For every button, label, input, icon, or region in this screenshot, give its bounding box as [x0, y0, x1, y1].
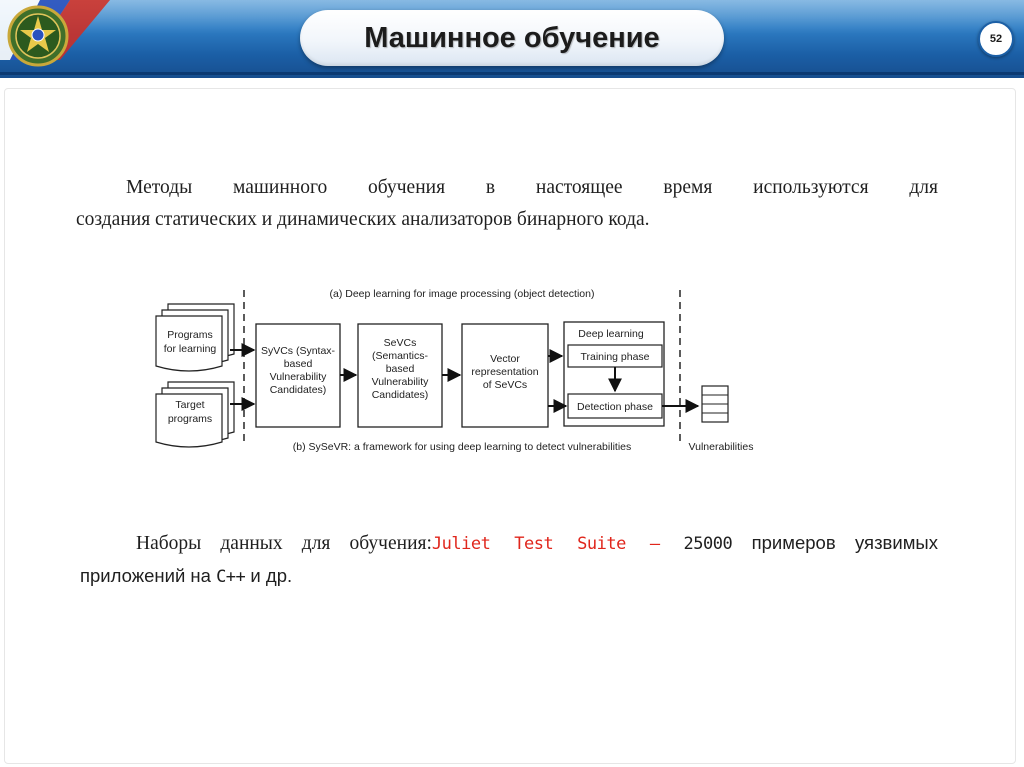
sevcs-box — [357, 323, 443, 428]
intro-line-2: создания статических и динамических анал… — [76, 209, 650, 230]
target-programs-label-2: programs — [168, 413, 212, 425]
target-programs-docs: Target programs — [155, 381, 235, 448]
title-plate — [300, 10, 724, 66]
intro-line-1: Методы машинного обучения в настоящее вр… — [126, 177, 938, 198]
sevcs-line-4: Vulnerability — [372, 376, 430, 388]
content-frame — [4, 88, 1016, 764]
vector-line-1: Vector — [490, 353, 520, 365]
training-phase-label: Training phase — [580, 351, 649, 363]
programs-for-learning-label-2: for learning — [164, 343, 217, 355]
syvcs-line-1: SyVCs (Syntax- — [261, 345, 336, 357]
datasets-paragraph: Наборы данных для обучения:Juliet Test S… — [76, 527, 938, 593]
target-programs-label-1: Target — [175, 399, 204, 411]
juliet-test-suite-text: Juliet Test Suite — [431, 534, 626, 554]
syvcs-line-4: Candidates) — [270, 384, 327, 396]
vector-box — [461, 323, 549, 428]
datasets-rest-line-1: примеров уязвимых — [732, 532, 938, 553]
title-bar-underline — [0, 72, 1024, 75]
datasets-count: 25000 — [683, 534, 733, 554]
sevcs-line-3: based — [386, 363, 415, 375]
programs-for-learning-label-1: Programs — [167, 329, 213, 341]
caption-a: (a) Deep learning for image processing (… — [330, 288, 595, 300]
detection-phase-label: Detection phase — [577, 401, 653, 413]
page-number-badge: 52 — [978, 21, 1014, 57]
datasets-line-1: Наборы данных для обучения:Juliet Test S… — [76, 527, 938, 560]
datasets-prefix: Наборы данных для обучения: — [136, 533, 432, 554]
datasets-dash: – — [625, 534, 684, 554]
sevcs-line-5: Candidates) — [372, 389, 429, 401]
datasets-line-2-a: приложений на — [80, 565, 217, 586]
vector-line-2: representation — [471, 366, 538, 378]
datasets-lang: C++ — [216, 567, 246, 587]
sysevr-diagram: (a) Deep learning for image processing (… — [155, 288, 754, 453]
caption-b: (b) SySeVR: a framework for using deep l… — [293, 441, 632, 453]
page-title: Машинное обучение — [364, 22, 660, 54]
emblem-logo — [7, 5, 69, 67]
datasets-line-2: приложений на C++ и др. — [76, 560, 938, 593]
datasets-line-2-b: и др. — [245, 565, 293, 586]
sevcs-line-2: (Semantics- — [372, 350, 429, 362]
deep-learning-title: Deep learning — [578, 328, 644, 340]
vulnerabilities-list-icon — [701, 385, 729, 423]
programs-for-learning-docs: Programs for learning — [155, 303, 235, 372]
syvcs-line-3: Vulnerability — [270, 371, 328, 383]
sevcs-line-1: SeVCs — [384, 337, 417, 349]
vulnerabilities-label: Vulnerabilities — [689, 441, 754, 453]
intro-paragraph: Методы машинного обучения в настоящее вр… — [76, 172, 938, 236]
vector-line-3: of SeVCs — [483, 379, 527, 391]
syvcs-box — [255, 323, 341, 428]
syvcs-line-2: based — [284, 358, 313, 370]
